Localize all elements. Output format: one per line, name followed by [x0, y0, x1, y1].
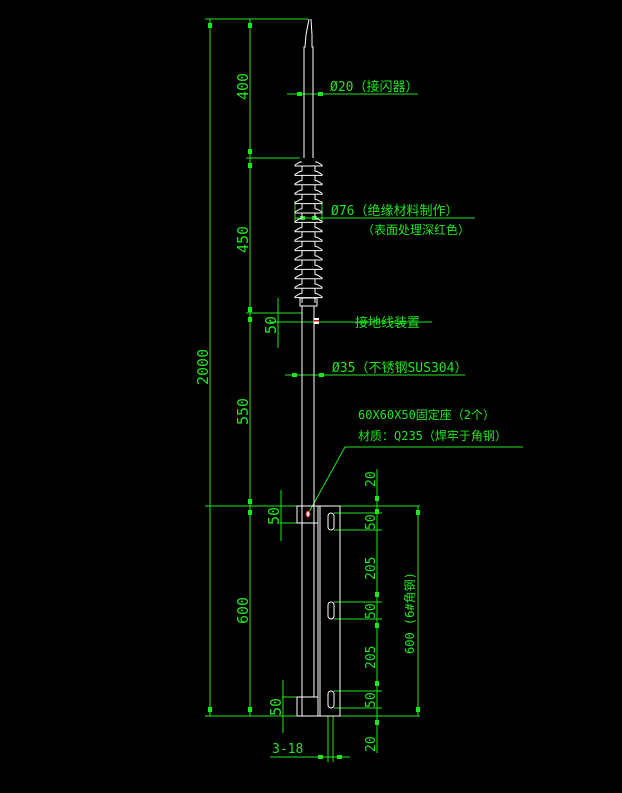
fixing-seat-bottom — [296, 696, 319, 717]
callout-base: 60X60X50固定座（2个） — [358, 407, 495, 422]
insulator-shed — [294, 236, 323, 247]
insulator-shed — [294, 199, 323, 209]
angle-steel — [317, 505, 341, 717]
dim-bracket-20-top: 20 — [364, 471, 379, 487]
callout-insulator-note: （表面处理深红色） — [362, 222, 470, 237]
arrowheads — [208, 23, 420, 759]
insulator-shed — [294, 227, 323, 238]
dim-50-ground: 50 — [262, 316, 280, 334]
insulator-shed — [294, 283, 323, 294]
callout-pipe: Ø35（不锈钢SUS304） — [332, 361, 467, 376]
insulator-shed — [294, 180, 323, 191]
dim-400: 400 — [234, 73, 252, 100]
dimension-lines — [205, 18, 523, 762]
insulator-shed — [294, 264, 323, 275]
dim-bracket-205: 205 — [364, 646, 379, 669]
callout-arrester-rod: Ø20（接闪器） — [330, 79, 418, 95]
dim-bracket-50: 50 — [364, 514, 379, 530]
callout-base-material: 材质：Q235（焊牢于角钢） — [358, 428, 507, 443]
insulator-shed — [294, 161, 323, 172]
dim-50-top-seat: 50 — [265, 507, 283, 525]
dim-50-bottom-seat: 50 — [267, 698, 285, 716]
callout-insulator: Ø76（绝缘材料制作） — [331, 203, 458, 219]
insulator-shed — [294, 217, 323, 228]
insulator-sheds — [294, 161, 323, 303]
dim-holes: 3-18 — [272, 742, 303, 757]
dim-bracket-20-bottom: 20 — [364, 736, 379, 752]
dim-bracket-50: 50 — [364, 603, 379, 619]
dim-bracket-205: 205 — [364, 557, 379, 580]
slot-hole — [327, 601, 335, 620]
insulator-shed — [294, 246, 323, 256]
insulator-shed — [294, 170, 323, 181]
dim-550: 550 — [234, 398, 252, 425]
insulator-shed — [294, 208, 323, 219]
dim-angle-steel: 600 (6#角钢) — [403, 572, 417, 654]
callout-grounding: 接地线装置 — [355, 315, 420, 331]
dim-600: 600 — [234, 597, 252, 624]
dim-450: 450 — [234, 226, 252, 253]
lightning-rod — [294, 18, 341, 717]
insulator-shed — [294, 189, 323, 200]
dim-total: 2000 — [194, 349, 212, 385]
insulator-shed — [294, 255, 323, 266]
insulator-shed — [294, 274, 323, 285]
slot-hole — [327, 512, 335, 531]
dim-bracket-50: 50 — [364, 692, 379, 708]
slot-hole — [327, 690, 335, 709]
